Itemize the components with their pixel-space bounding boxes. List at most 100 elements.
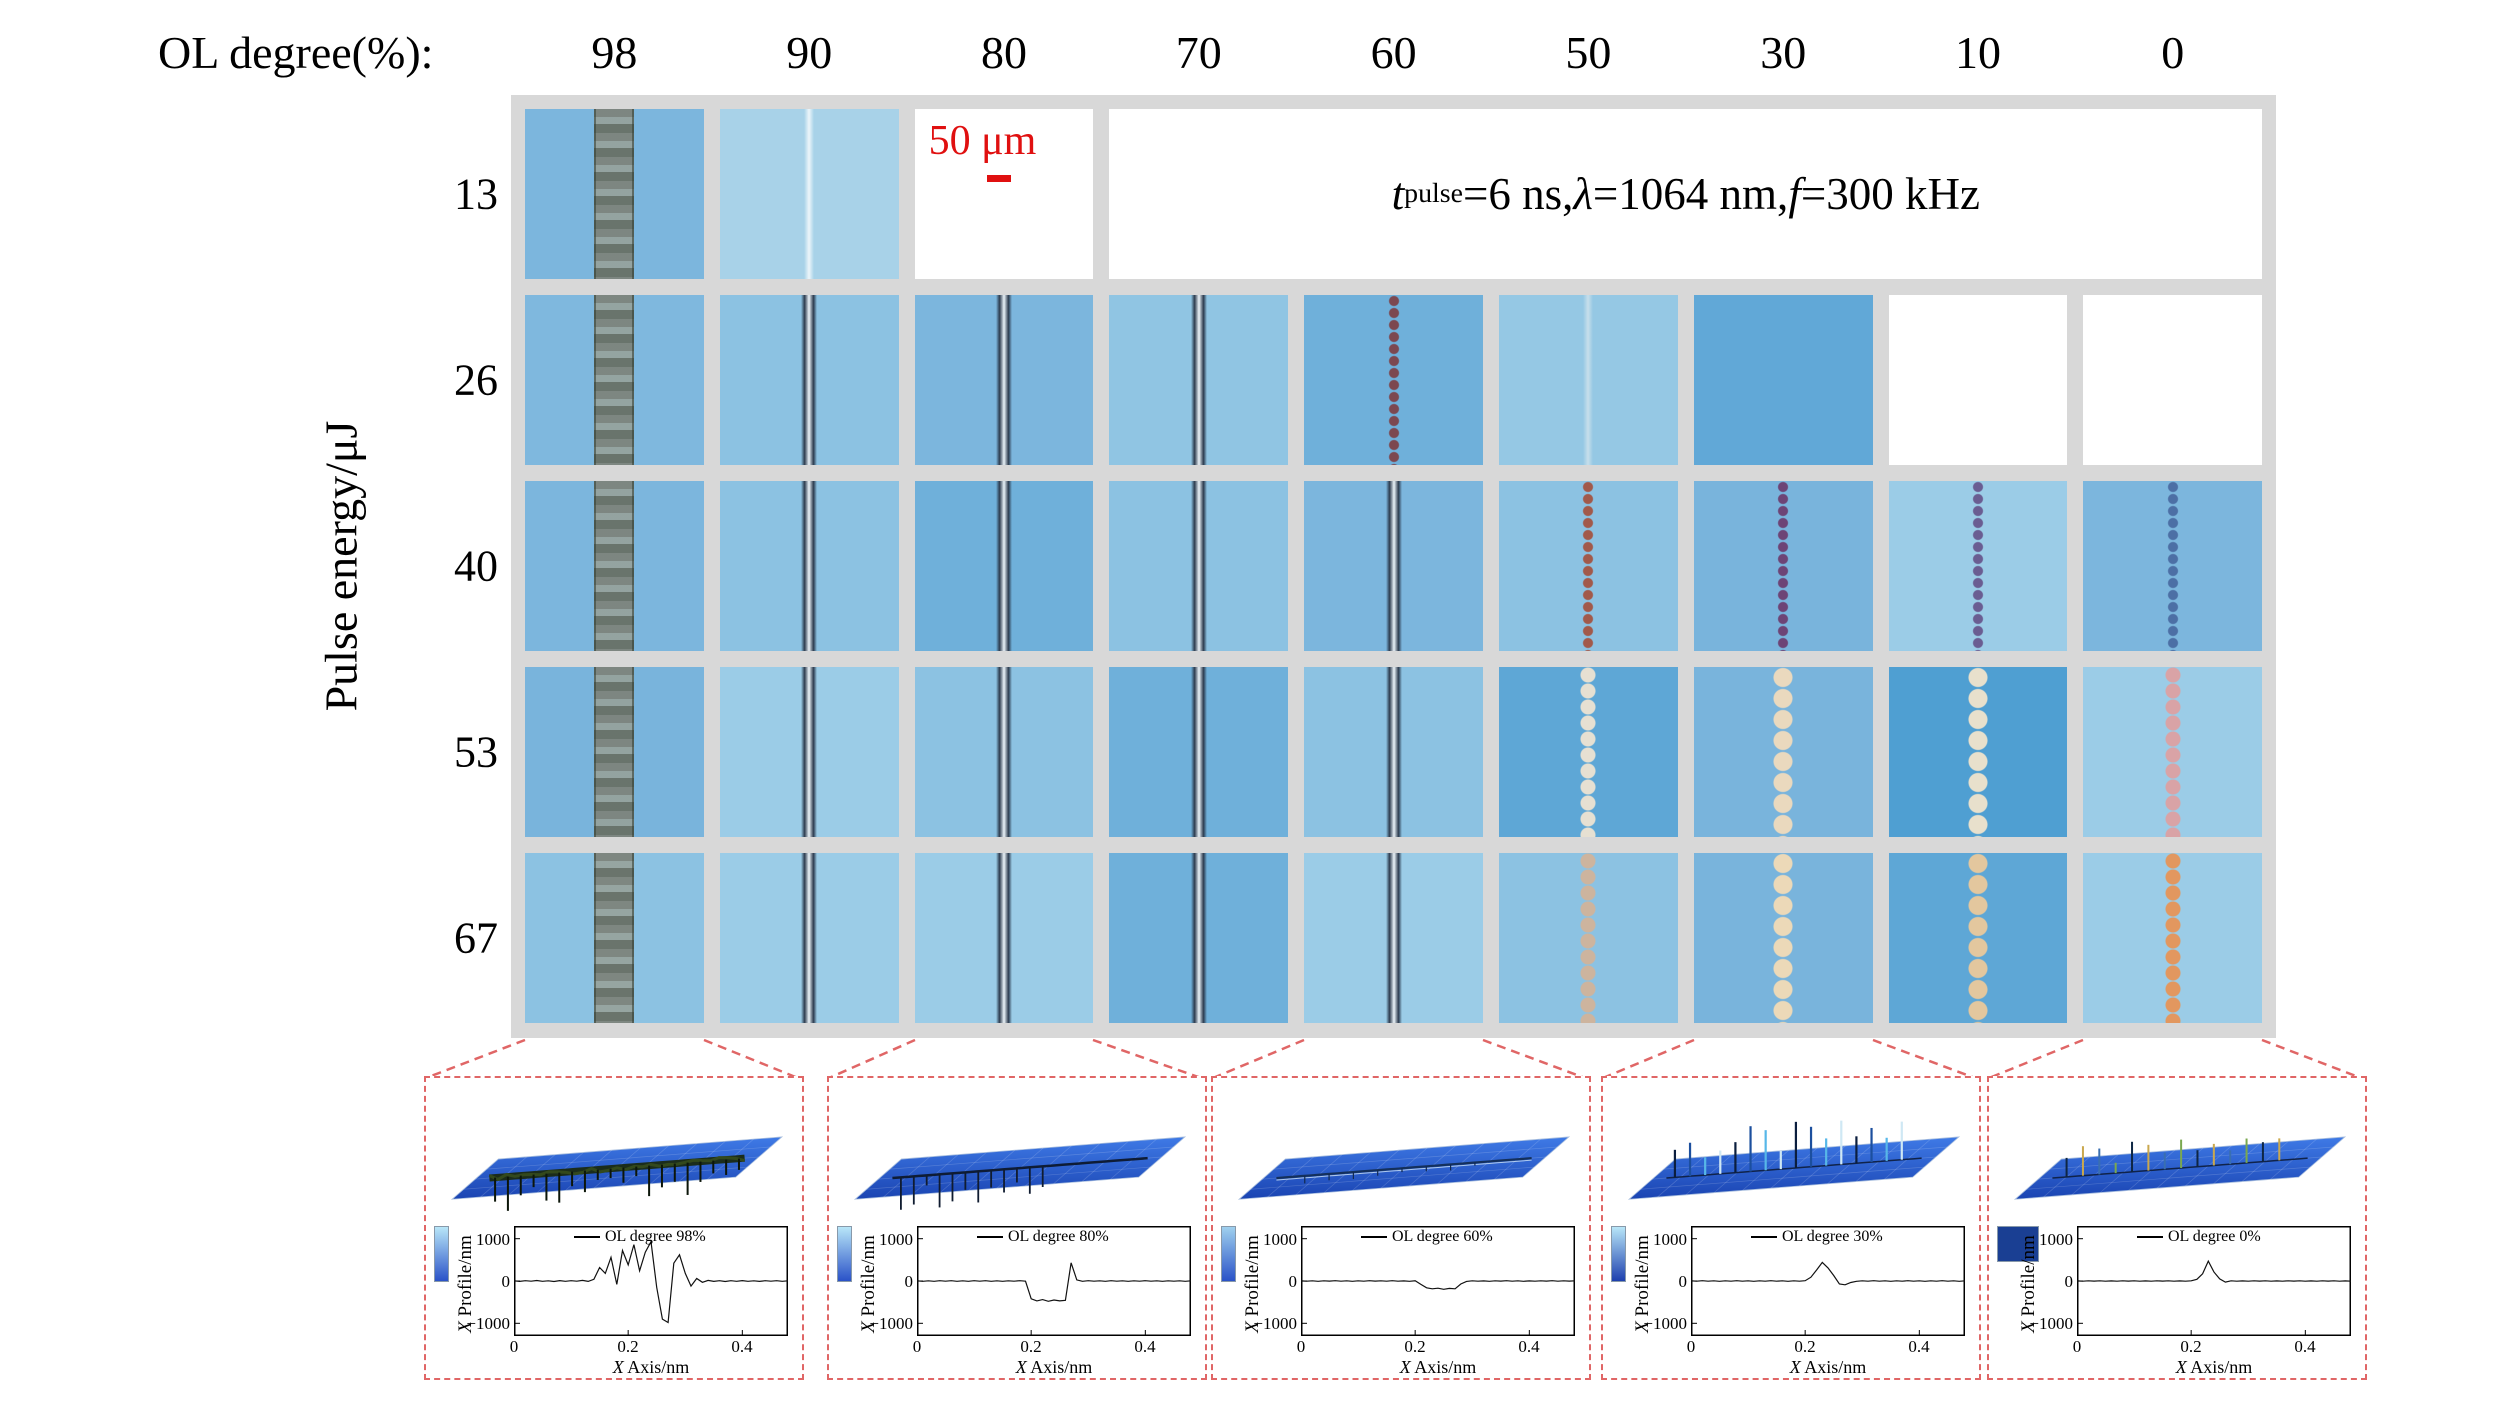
micrograph-cell-67-98: [525, 853, 704, 1023]
micrograph-cell-53-50: [1499, 667, 1678, 837]
column-header-98: 98: [591, 27, 638, 78]
y-tick-label-mid: 0: [1288, 1272, 1298, 1291]
laser-params-text: =1064 nm,: [1592, 169, 1789, 219]
ablation-line: [1385, 481, 1402, 651]
x-axis-label-rest: Axis/nm: [623, 1357, 690, 1377]
micrograph-cell-40-98: [525, 481, 704, 651]
profile-chart: [917, 1226, 1191, 1336]
micrograph-cell-40-10: [1888, 481, 2068, 651]
chart-legend: OL degree 98%: [574, 1228, 706, 1246]
afm-colorbar: [1997, 1226, 2039, 1262]
micrograph-cell-53-30: [1693, 667, 1873, 837]
chart-legend: OL degree 30%: [1751, 1228, 1883, 1246]
x-axis-label: X Axis/nm: [1790, 1357, 1867, 1378]
micrograph-cell-67-70: [1109, 853, 1289, 1023]
x-axis-label: X Axis/nm: [1400, 1357, 1477, 1378]
row-label-13: 13: [454, 169, 498, 219]
ablation-line: [1773, 853, 1794, 1023]
ablation-line: [1385, 853, 1402, 1023]
micrograph-cell-26-90: [719, 295, 899, 465]
laser-params-text: =300 kHz: [1800, 169, 1980, 219]
x-tick-label-1: 0.2: [1020, 1337, 1042, 1356]
chart-legend: OL degree 80%: [977, 1228, 1109, 1246]
afm-inset-panel-1: X Profile/nm 1000 0 −1000 OL degree 98% …: [424, 1076, 804, 1380]
x-tick-label-0: 0: [509, 1337, 519, 1356]
ablation-line: [1190, 853, 1207, 1023]
y-tick-label-bottom: −1000: [2029, 1314, 2073, 1333]
ablation-line: [1385, 667, 1402, 837]
empty-cell: [1888, 295, 2068, 465]
ablation-line: [801, 481, 818, 651]
micrograph-cell-40-70: [1109, 481, 1289, 651]
x-tick-label-2: 0.4: [731, 1337, 753, 1356]
afm-colorbar: [837, 1226, 852, 1282]
y-tick-label-bottom: −1000: [869, 1314, 913, 1333]
y-tick-label-bottom: −1000: [1643, 1314, 1687, 1333]
micrograph-cell-53-98: [525, 667, 704, 837]
legend-line-swatch: [1361, 1236, 1387, 1238]
row-label-53: 53: [454, 727, 498, 777]
ablation-line: [1190, 481, 1207, 651]
ablation-line: [1583, 295, 1594, 465]
scale-bar-label: 50 μm: [928, 118, 1037, 164]
x-axis-label-rest: Axis/nm: [2186, 1357, 2253, 1377]
micrograph-cell-53-10: [1888, 667, 2068, 837]
row-label-67: 67: [454, 913, 498, 963]
micrograph-cell-53-90: [719, 667, 899, 837]
x-tick-label-1: 0.2: [1404, 1337, 1426, 1356]
empty-cell: [2083, 295, 2263, 465]
micrograph-cell-40-0: [2083, 481, 2263, 651]
column-header-50: 50: [1565, 27, 1612, 78]
ablation-line: [1580, 853, 1597, 1023]
x-axis-label: X Axis/nm: [2176, 1357, 2253, 1378]
ablation-line: [1967, 853, 1988, 1023]
y-tick-label-mid: 0: [1678, 1272, 1688, 1291]
x-axis-label-italic: X: [1015, 1357, 1027, 1377]
profile-chart: [2077, 1226, 2351, 1336]
x-tick-label-1: 0.2: [1794, 1337, 1816, 1356]
column-header-10: 10: [1955, 27, 2001, 78]
micrograph-cell-67-30: [1693, 853, 1873, 1023]
micrograph-cell-67-80: [914, 853, 1094, 1023]
micrograph-cell-67-0: [2083, 853, 2263, 1023]
ablation-line: [995, 295, 1012, 465]
afm-3d-surface: [853, 1136, 1187, 1210]
afm-inset-panel-5: X Profile/nm 1000 0 −1000 OL degree 0% 0…: [1987, 1076, 2367, 1380]
x-axis-label: X Axis/nm: [613, 1357, 690, 1378]
ablation-line: [594, 295, 635, 465]
micrograph-cell-40-50: [1499, 481, 1678, 651]
scale-bar: [986, 175, 1011, 182]
ablation-line: [1388, 295, 1400, 465]
ablation-line: [594, 853, 635, 1023]
ablation-line: [1582, 481, 1594, 651]
y-tick-label-top: 1000: [2039, 1230, 2073, 1249]
ablation-line: [594, 667, 635, 837]
column-header-70: 70: [1175, 27, 1222, 78]
ablation-line: [1580, 667, 1597, 837]
ablation-line: [1773, 667, 1794, 837]
ablation-line: [995, 667, 1012, 837]
x-tick-label-2: 0.4: [1908, 1337, 1930, 1356]
row-label-40: 40: [454, 541, 498, 591]
micrograph-cell-26-98: [525, 295, 704, 465]
ablation-line: [2164, 667, 2181, 837]
afm-3d-surface: [1237, 1136, 1571, 1200]
chart-legend: OL degree 0%: [2137, 1228, 2261, 1246]
y-tick-label-top: 1000: [879, 1230, 913, 1249]
pulse-energy-axis-label: Pulse energy/μJ: [315, 421, 368, 712]
laser-params-text: λ: [1573, 169, 1593, 219]
y-tick-label-top: 1000: [476, 1230, 510, 1249]
y-tick-label-bottom: −1000: [1253, 1314, 1297, 1333]
x-axis-label-italic: X: [2175, 1357, 2187, 1377]
legend-text: OL degree 60%: [1392, 1228, 1493, 1245]
micrograph-cell-53-60: [1304, 667, 1483, 837]
ablation-line: [804, 109, 815, 279]
micrograph-cell-40-90: [719, 481, 899, 651]
ablation-line: [995, 853, 1012, 1023]
x-tick-label-1: 0.2: [2180, 1337, 2202, 1356]
micrograph-cell-67-50: [1499, 853, 1678, 1023]
legend-line-swatch: [2137, 1236, 2163, 1238]
micrograph-cell-67-60: [1304, 853, 1483, 1023]
legend-line-swatch: [977, 1236, 1003, 1238]
